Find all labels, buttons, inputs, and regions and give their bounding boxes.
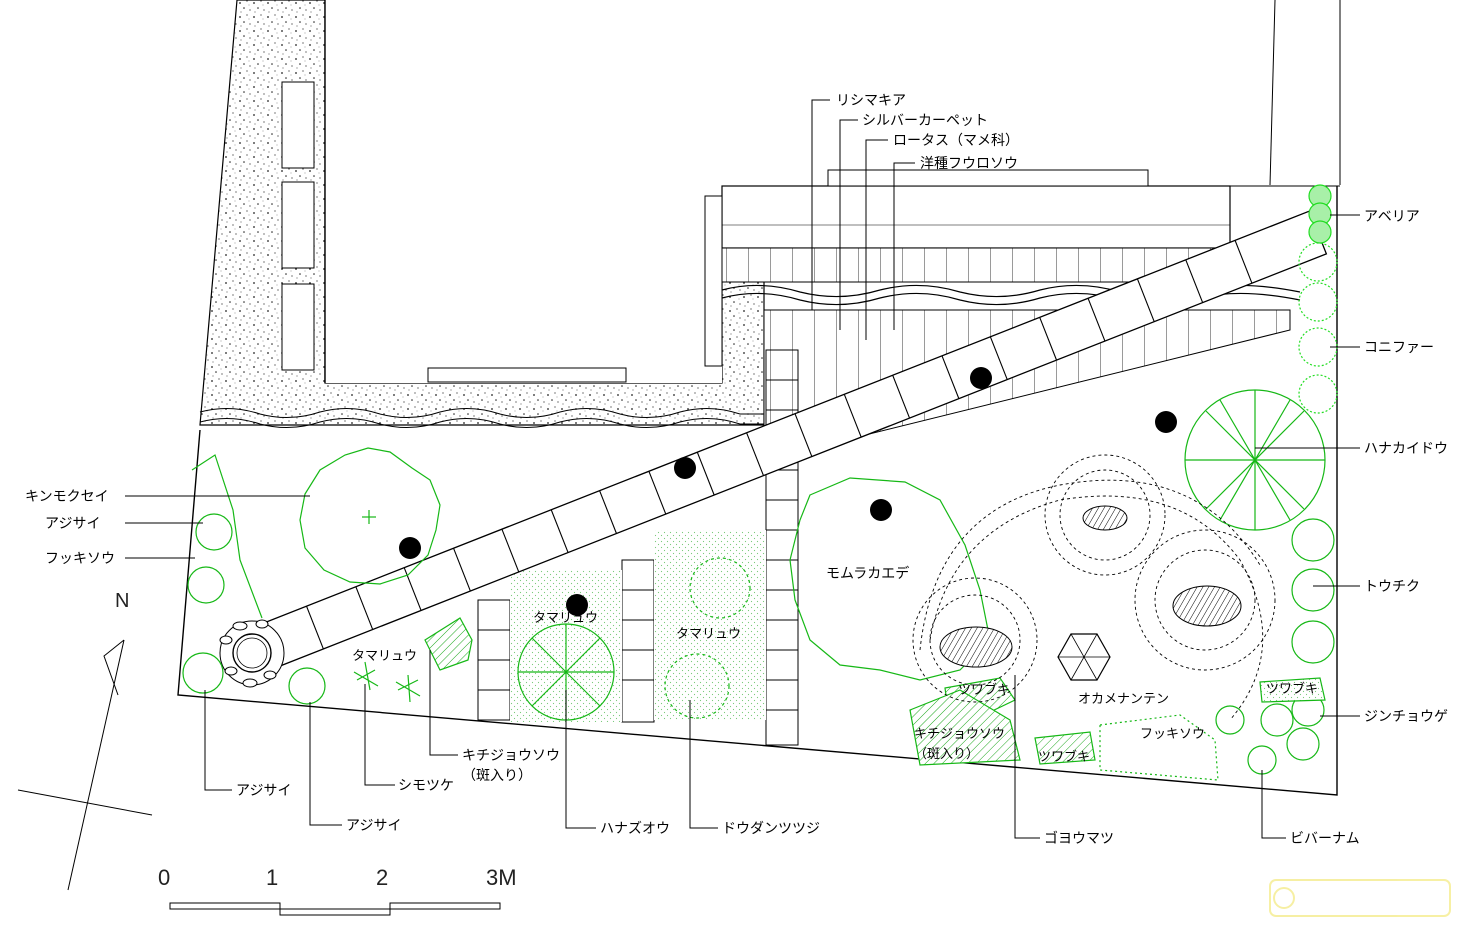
tsuwabuki-patch: [1034, 731, 1096, 765]
labels: リシマキア シルバーカーペット ロータス（マメ科） 洋種フウロソウ アベリア コ…: [25, 93, 1448, 847]
north-label: N: [115, 590, 129, 612]
label-bamboo: トウチク: [1364, 579, 1420, 595]
label-tsuwabuki: ツワブキ: [958, 682, 1010, 698]
label-dogwood: ハナズオウ: [600, 821, 670, 837]
label-tsuwabuki: ツワブキ: [1266, 681, 1318, 697]
osmanthus-tree: [299, 447, 441, 585]
label-silver-carpet: シルバーカーペット: [862, 113, 988, 129]
label-kichijoso: キチジョウソウ: [914, 727, 1005, 742]
label-conifer: コニファー: [1364, 340, 1434, 356]
pachysandra-patch: [1099, 714, 1219, 781]
garden-lights: [399, 367, 1177, 616]
label-pachysandra: フッキソウ: [1140, 727, 1205, 742]
label-daphne: ジンチョウゲ: [1364, 709, 1448, 725]
conifer-tree: [1298, 282, 1338, 322]
label-spiraea: シモツケ: [398, 778, 454, 794]
label-crabapple: ハナカイドウ: [1364, 441, 1448, 457]
hydrangea-shrub: [182, 652, 224, 694]
label-tamaryu: タマリュウ: [676, 627, 741, 642]
scale-tick-1: 1: [266, 865, 278, 890]
label-pine: ゴヨウマツ: [1044, 830, 1114, 847]
label-hydrangea: アジサイ: [236, 783, 291, 799]
hydrangea-shrub: [288, 667, 326, 705]
enkianthus-shrub: [664, 653, 730, 719]
conifer-tree: [1298, 242, 1338, 282]
light-dot: [566, 594, 588, 616]
label-osmanthus: キンモクセイ: [25, 489, 109, 505]
light-dot: [870, 499, 892, 521]
label-hydrangea: アジサイ: [45, 516, 100, 532]
label-tamaryu: タマリュウ: [352, 649, 417, 664]
hydrangea-shrub: [195, 513, 233, 551]
scale-tick-3: 3M: [486, 865, 517, 890]
conifer-tree: [1298, 374, 1338, 414]
label-kichijoso-note: （斑入り）: [462, 768, 532, 784]
stones: [939, 505, 1242, 681]
label-lotus: ロータス（マメ科）: [893, 133, 1019, 149]
label-tsuwabuki: ツワブキ: [1038, 749, 1090, 765]
label-tamaryu: タマリュウ: [533, 611, 598, 626]
scale-tick-0: 0: [158, 865, 170, 890]
label-kichijoso: キチジョウソウ: [462, 748, 560, 764]
label-geranium: 洋種フウロソウ: [920, 156, 1018, 172]
watermark-logo: [1269, 879, 1451, 917]
scale-tick-2: 2: [376, 865, 388, 890]
light-dot: [970, 367, 992, 389]
bamboo-clump: [1291, 518, 1335, 562]
plantings: [182, 389, 1335, 781]
maple-tree: [789, 477, 991, 681]
rock-garden: [912, 454, 1276, 721]
abelia-shrub: [1308, 220, 1332, 244]
label-hydrangea: アジサイ: [346, 818, 401, 834]
label-maple: モムラカエデ: [826, 565, 909, 582]
light-dot: [399, 537, 421, 559]
house: [281, 0, 1341, 383]
label-kichijoso-note: （斑入り）: [914, 747, 979, 762]
kichijoso-patch: [424, 617, 473, 671]
light-dot: [674, 457, 696, 479]
label-abelia: アベリア: [1364, 209, 1420, 225]
label-enkianthus: ドウダンツツジ: [722, 821, 820, 837]
viburnum-shrub: [1215, 705, 1245, 735]
scale-bar: 0 1 2 3M: [158, 865, 517, 916]
bamboo-clump: [1291, 568, 1335, 612]
hydrangea-shrub: [187, 566, 225, 604]
leader-lines: [125, 99, 1360, 839]
bamboo-clump: [1291, 620, 1335, 664]
tsuwabuki-patch: [1259, 677, 1326, 703]
viburnum-shrub: [1247, 745, 1277, 775]
stone-basin: [219, 619, 285, 688]
garden-boundary: [177, 186, 1338, 796]
hedge: [1298, 184, 1338, 414]
label-viburnum: ビバーナム: [1290, 831, 1360, 847]
enkianthus-shrub: [689, 557, 751, 619]
label-okame-nanten: オカメナンテン: [1078, 692, 1169, 707]
daphne-shrub: [1260, 703, 1294, 737]
light-dot: [1155, 411, 1177, 433]
label-lysimachia: リシマキア: [836, 93, 906, 109]
label-pachysandra: フッキソウ: [45, 551, 115, 567]
north-arrow: N: [17, 590, 153, 891]
daphne-shrub: [1286, 727, 1320, 761]
